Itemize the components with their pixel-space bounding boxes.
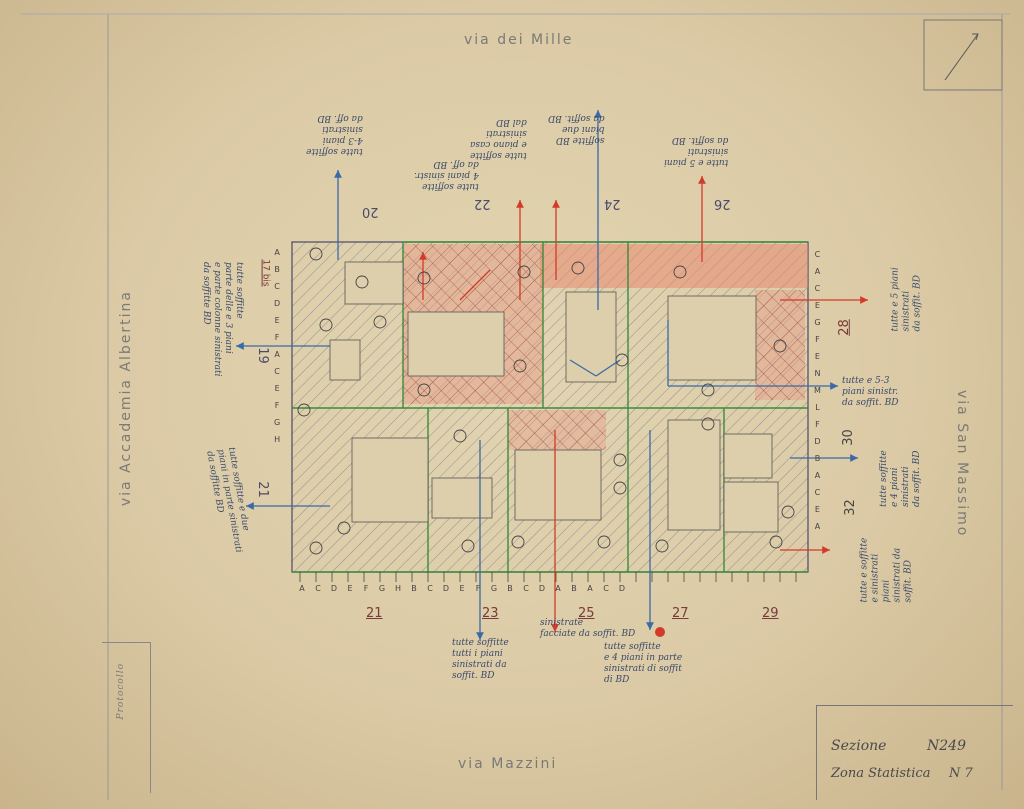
tick-label: E — [814, 352, 820, 361]
block-number-17bis: 17 bis — [260, 259, 271, 287]
tick-label: A — [274, 248, 280, 257]
block-number-32: 32 — [842, 499, 858, 516]
block-number-21: 21 — [366, 606, 383, 621]
tick-label: D — [330, 584, 338, 593]
tick-label: F — [274, 401, 280, 410]
tick-label: F — [274, 333, 280, 342]
tick-label: C — [427, 584, 433, 593]
block-number-25: 25 — [578, 606, 595, 621]
tick-label: A — [555, 584, 561, 593]
tick-label: C — [274, 367, 280, 376]
tick-label: D — [618, 584, 626, 593]
street-east: via San Massimo — [954, 390, 970, 538]
title-block: Sezione N249 Zona Statistica N 7 — [816, 705, 1013, 800]
tick-label: B — [814, 454, 821, 463]
protocol-label: Protocollo — [116, 663, 126, 720]
annotation-right-30: tutte soffitte e 4 piani sinistrati da s… — [879, 450, 922, 507]
annotation-bottom-23: tutte soffitte tutti i piani sinistrati … — [452, 638, 509, 681]
block-number-30: 30 — [840, 429, 856, 446]
protocol-box: Protocollo — [102, 642, 151, 793]
tick-label: M — [814, 386, 821, 395]
tick-label: G — [490, 584, 498, 593]
tick-label: D — [442, 584, 450, 593]
block-number-23: 23 — [482, 606, 499, 621]
tick-label: E — [814, 505, 820, 514]
block-number-28: 28 — [836, 319, 852, 336]
section-value: N249 — [927, 738, 966, 754]
tick-label: C — [315, 584, 321, 593]
tick-label: C — [523, 584, 529, 593]
tick-label: H — [394, 584, 401, 593]
tick-label: A — [274, 350, 280, 359]
tick-label: D — [814, 437, 821, 446]
block-number-19: 19 — [254, 347, 270, 364]
bottom-tick-labels: A C D E F G H B C D E F G B C D A B A C … — [294, 584, 630, 593]
tick-label: G — [378, 584, 386, 593]
tick-label: D — [274, 299, 281, 308]
block-number-22: 22 — [474, 196, 491, 211]
section-label: Sezione — [831, 738, 887, 754]
tick-label: F — [475, 584, 481, 593]
tick-label: D — [538, 584, 546, 593]
tick-label: F — [815, 420, 820, 429]
tick-label: C — [814, 488, 821, 497]
annotation-top-24a: tutte soffitte e piano casa sinistrati d… — [470, 117, 527, 160]
tick-label: C — [603, 584, 609, 593]
street-west: via Accademia Albertina — [118, 290, 134, 507]
tick-label: N — [814, 369, 821, 378]
zone-label: Zona Statistica — [831, 766, 931, 781]
annotation-top-22: tutte soffitte 4 piani sinistr. da off. … — [414, 159, 479, 191]
block-number-29: 29 — [762, 606, 779, 621]
tick-label: H — [274, 435, 281, 444]
street-south: via Mazzini — [458, 756, 558, 772]
tick-label: A — [814, 471, 821, 480]
tick-label: E — [459, 584, 465, 593]
tick-label: E — [274, 316, 280, 325]
annotation-right-28b: tutte e 5-3 piani sinistr. da soffit. BD — [842, 376, 899, 408]
right-tick-labels: C A C E G F E N M L F D B A C E A — [814, 246, 821, 535]
tick-label: C — [274, 282, 280, 291]
tick-label: E — [814, 301, 820, 310]
street-north: via dei Mille — [464, 32, 574, 48]
tick-label: B — [507, 584, 513, 593]
tick-label: E — [347, 584, 353, 593]
annotation-top-24b: soffitte BD biani due da soffit. BD — [548, 113, 605, 145]
block-number-27: 27 — [672, 606, 689, 621]
block-number-20: 20 — [362, 204, 379, 219]
tick-label: A — [814, 267, 821, 276]
tick-label: C — [814, 284, 821, 293]
block-number-26: 26 — [714, 196, 731, 211]
tick-label: B — [571, 584, 577, 593]
tick-label: E — [274, 384, 280, 393]
tick-label: A — [587, 584, 593, 593]
tick-label: F — [363, 584, 369, 593]
tick-label: L — [815, 403, 820, 412]
tick-label: B — [274, 265, 280, 274]
tick-label: A — [814, 522, 821, 531]
block-number-21-left: 21 — [254, 481, 270, 498]
annotation-right-32: tutte e soffitte e sinistrati piani sini… — [859, 537, 914, 603]
tick-label: C — [814, 250, 821, 259]
annotation-top-20: tutte soffitte 4-3 piani sinistrati da o… — [306, 113, 363, 156]
left-tick-labels: A B C D E F A C E F G H — [274, 244, 280, 448]
annotation-left-19: tutte soffitte parte delle e 3 piani e p… — [201, 262, 244, 377]
block-number-24: 24 — [604, 196, 621, 211]
tick-label: B — [411, 584, 417, 593]
tick-label: G — [814, 318, 821, 327]
tick-label: A — [299, 584, 305, 593]
annotation-bottom-27: tutte soffitte e 4 piani in parte sinist… — [604, 642, 683, 685]
annotation-right-28: tutte e 5 piani sinistrati da soffit. BD — [890, 267, 923, 332]
tick-label: F — [815, 335, 820, 344]
tick-label: G — [274, 418, 281, 427]
zone-value: N 7 — [949, 766, 973, 781]
annotation-top-26: tutte e 5 piani sinistrati da soffit. BD — [664, 135, 729, 167]
annotation-bottom-25: sinistrate facciate da soffit. BD — [540, 618, 636, 639]
